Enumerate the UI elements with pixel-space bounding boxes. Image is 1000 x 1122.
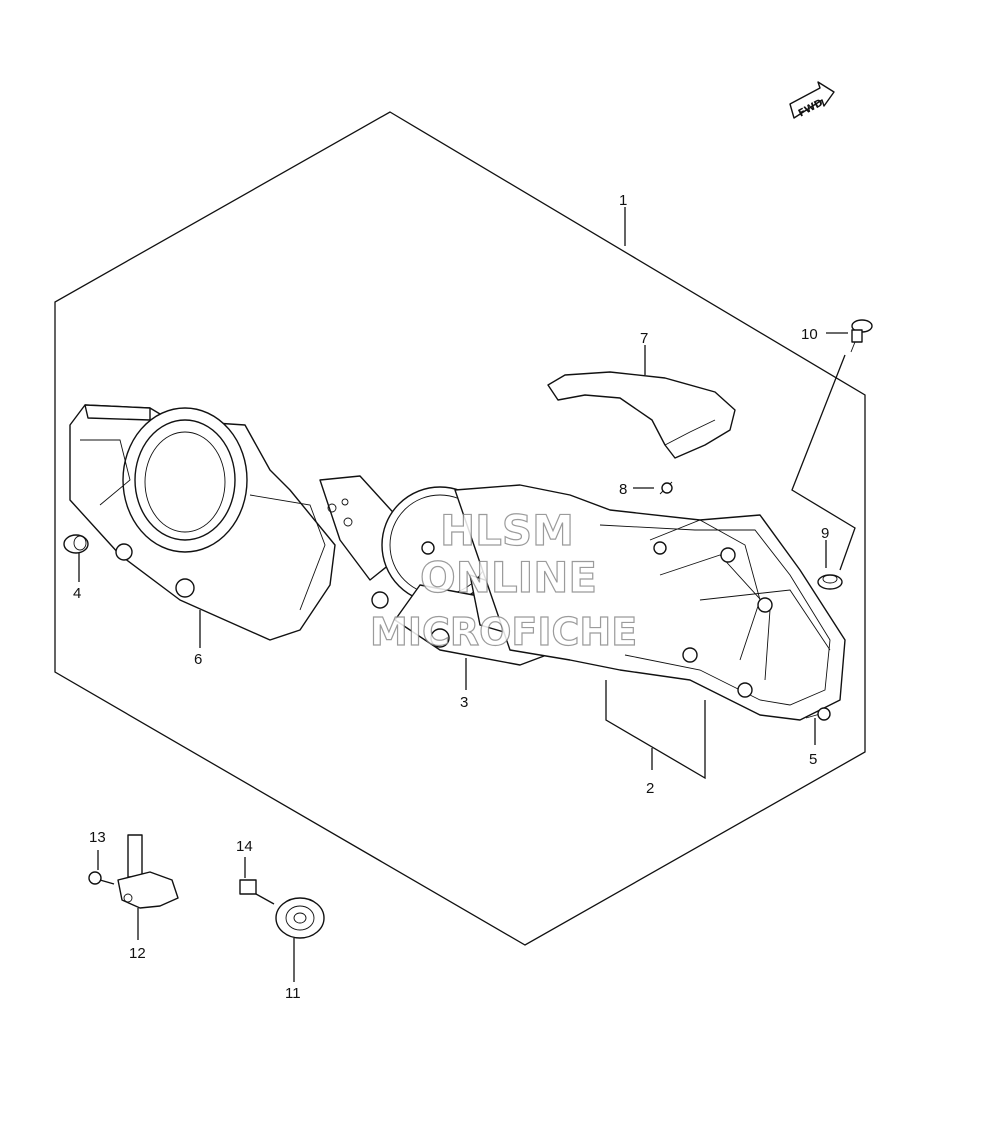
callout-1: 1 bbox=[619, 192, 627, 209]
callout-13: 13 bbox=[89, 829, 106, 846]
callout-4: 4 bbox=[73, 585, 81, 602]
callout-5: 5 bbox=[809, 751, 817, 768]
meter-case-part-2 bbox=[454, 484, 846, 721]
speed-sensor-part-12 bbox=[117, 834, 179, 909]
callout-3: 3 bbox=[460, 694, 468, 711]
callout-2: 2 bbox=[646, 780, 654, 797]
screw-part-5 bbox=[805, 707, 831, 721]
watermark-line-1: HLSM bbox=[440, 506, 574, 555]
callout-8: 8 bbox=[619, 481, 627, 498]
watermark-line-2: ONLINE bbox=[420, 553, 597, 602]
callout-labels: 1 2 3 4 5 6 7 8 9 10 11 12 13 14 bbox=[73, 192, 829, 1002]
watermark-line-3: MICROFICHE bbox=[370, 610, 637, 654]
cap-part-4 bbox=[63, 534, 89, 554]
screw-part-8 bbox=[659, 481, 673, 495]
bolt-part-10 bbox=[850, 319, 873, 353]
callout-7: 7 bbox=[640, 330, 648, 347]
callout-12: 12 bbox=[129, 945, 146, 962]
top-cover-part-7 bbox=[547, 371, 736, 459]
callout-14: 14 bbox=[236, 838, 253, 855]
bolt-part-13 bbox=[88, 871, 115, 885]
leader-lines bbox=[78, 207, 856, 982]
fwd-arrow-icon: FWD bbox=[789, 81, 835, 120]
grommet-part-9 bbox=[817, 574, 843, 590]
callout-11: 11 bbox=[285, 985, 301, 1002]
bolt-part-14 bbox=[239, 879, 275, 905]
front-cover-part-6 bbox=[69, 404, 336, 641]
callout-10: 10 bbox=[801, 326, 818, 343]
callout-9: 9 bbox=[821, 525, 829, 542]
rotor-part-11 bbox=[275, 897, 325, 939]
callout-6: 6 bbox=[194, 651, 202, 668]
assembly-boundary bbox=[54, 111, 866, 946]
watermark: HLSM ONLINE MICROFICHE bbox=[369, 505, 637, 654]
